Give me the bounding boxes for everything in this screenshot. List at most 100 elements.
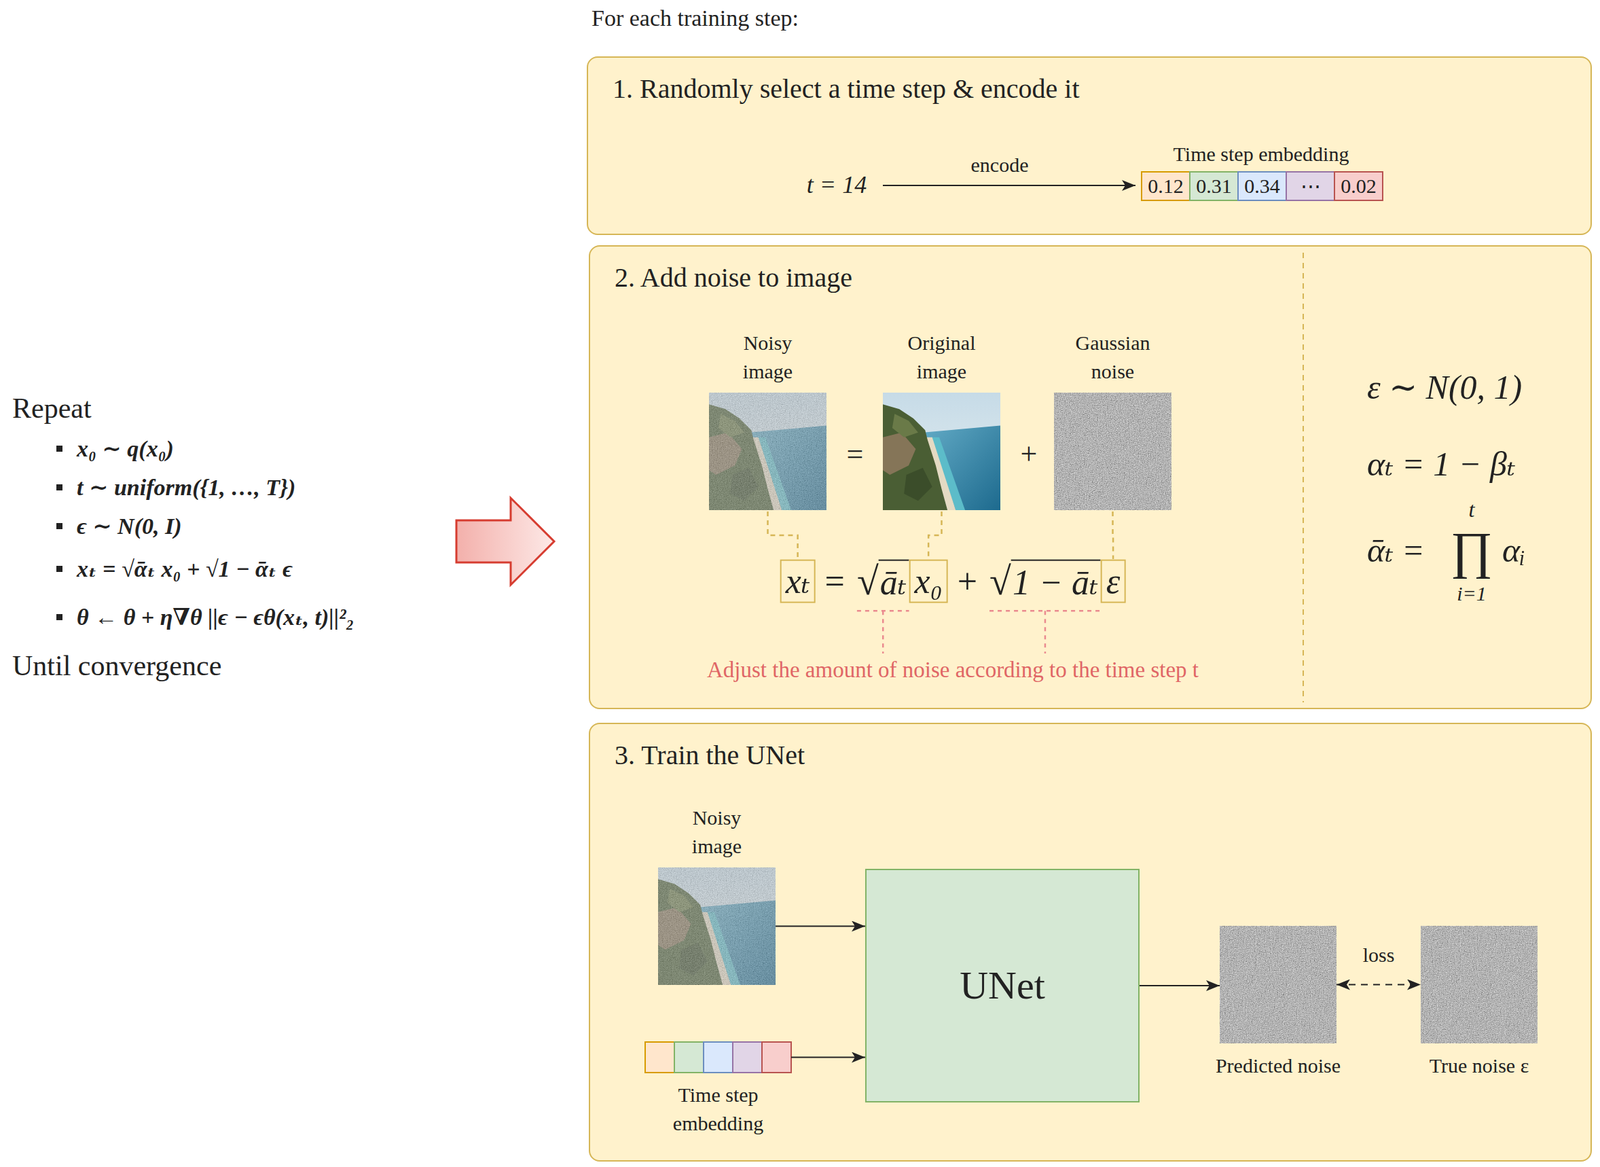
label-holder: ϵ ∼ N(0, I) <box>76 512 183 540</box>
caption-holder: Gaussian noise <box>1065 328 1161 386</box>
leader-lines <box>768 511 1114 654</box>
pseudocode-line: x₀ ∼ q(x₀) <box>76 435 174 462</box>
leader-line <box>1111 511 1114 559</box>
equation-term: āₜ <box>878 559 910 604</box>
image-frame: True noise ε <box>1420 925 1538 1044</box>
label-holder: + <box>1020 437 1038 472</box>
caption-holder: Noisy image <box>669 803 765 861</box>
label-holder: x₀ ∼ q(x₀) <box>76 435 174 462</box>
connector-arrow <box>1139 984 1220 987</box>
equation-radical: √ <box>989 558 1012 605</box>
image-frame: Gaussian noise <box>1053 392 1172 511</box>
label-holder: θ ← θ + η∇θ ||ϵ − ϵθ(xₜ, t)||²₂ <box>76 603 354 631</box>
arrow-label: encode <box>971 153 1029 178</box>
embedding-cell: ⋯ <box>1285 171 1336 202</box>
image-frame: Predicted noise <box>1219 925 1337 1044</box>
node-text: 0.02 <box>1340 175 1377 197</box>
noisy-image <box>708 392 827 511</box>
node-text: 0.31 <box>1195 175 1232 197</box>
embedding-label: Time step embedding <box>1173 142 1350 167</box>
equation-term: ε <box>1100 559 1126 604</box>
label-holder: loss <box>1362 942 1395 967</box>
product-symbol: ∏ <box>1450 520 1494 580</box>
image-caption: Predicted noise <box>1215 1051 1341 1080</box>
image-frame: Noisy image <box>708 392 827 511</box>
image-caption: Original image <box>894 328 990 386</box>
embedding-cell: 0.31 <box>1189 171 1239 202</box>
node-text: ⋯ <box>1300 175 1321 197</box>
connector-arrow <box>791 1056 866 1059</box>
panel-heading: 2. Add noise to image <box>614 261 853 295</box>
embedding-vector: Time step embedding <box>645 1041 792 1073</box>
leader-line <box>768 511 798 559</box>
step-panel: 0.120.310.34⋯0.021. Randomly select a ti… <box>586 56 1592 235</box>
embedding-cells <box>645 1041 792 1073</box>
equation-operator: + <box>957 560 978 602</box>
label-holder: t <box>1468 497 1476 523</box>
edge-label: loss <box>1362 942 1395 967</box>
noisy-image <box>658 867 776 985</box>
timestep-value: t = 14 <box>806 171 867 199</box>
formula: ε ∼ N(0, 1) <box>1367 368 1522 408</box>
label-holder: αₜ = 1 − βₜ <box>1367 444 1516 485</box>
image-caption: True noise ε <box>1429 1051 1530 1080</box>
embedding-cell: 0.12 <box>1140 171 1191 202</box>
label-holder: t = 14 <box>806 171 867 199</box>
leader-line <box>928 511 942 559</box>
equation-term: 1 − āₜ <box>1011 559 1101 604</box>
label-holder: Time step embedding <box>1173 142 1350 167</box>
operator: = <box>846 437 864 472</box>
image-frame: Noisy image <box>658 867 776 985</box>
label-holder: ε ∼ N(0, 1) <box>1367 368 1522 408</box>
caption-holder: Time step embedding <box>664 1080 773 1138</box>
image-caption: Noisy image <box>720 328 816 386</box>
formula-limit: t <box>1468 497 1476 523</box>
annotation-bracket <box>989 610 1101 654</box>
image-frame: Original image <box>882 392 1001 511</box>
pseudocode-keyword: Until convergence <box>12 649 222 682</box>
label-holder: t ∼ uniform({1, …, T}) <box>76 474 296 501</box>
formula: ᾱₜ = <box>1367 531 1425 571</box>
label-holder: ᾱₜ = <box>1367 531 1425 571</box>
label-holder: Repeat <box>12 391 92 425</box>
caption-holder: True noise ε <box>1429 1051 1530 1080</box>
caption-holder: Original image <box>894 328 990 386</box>
noise-image <box>1219 925 1538 1044</box>
label-holder: For each training step: <box>591 4 799 32</box>
label-holder: i=1 <box>1456 582 1487 606</box>
pseudocode-line: xₜ = √ᾱₜ x₀ + √1 − ᾱₜ ϵ <box>76 555 293 583</box>
pseudocode-line: t ∼ uniform({1, …, T}) <box>76 474 296 501</box>
node-text: UNet <box>959 963 1046 1008</box>
node-text: 0.12 <box>1147 175 1184 197</box>
formula: αᵢ <box>1502 531 1526 571</box>
image-caption: Time step embedding <box>664 1080 773 1138</box>
pseudocode-bullets <box>56 445 63 621</box>
unet-block: UNet <box>865 868 1140 1103</box>
equation-term: xₜ <box>780 559 816 604</box>
page-heading: For each training step: <box>591 4 799 32</box>
equation-operator: = <box>825 560 845 602</box>
block-arrow <box>456 497 555 585</box>
embedding-cell: 0.34 <box>1237 171 1287 202</box>
panel-heading: 3. Train the UNet <box>614 738 805 772</box>
connector-arrow <box>775 925 866 927</box>
noise-image <box>1053 392 1172 511</box>
caption-holder: Noisy image <box>720 328 816 386</box>
annotation-note: Adjust the amount of noise according to … <box>706 657 1199 684</box>
equation-radical: √ <box>857 558 879 605</box>
image-caption: Noisy image <box>669 803 765 861</box>
connector-arrow <box>1336 984 1421 986</box>
panel-divider <box>1302 252 1304 703</box>
label-holder: = <box>846 437 864 472</box>
caption-holder: Predicted noise <box>1215 1051 1341 1080</box>
equation: xₜ=√āₜx₀+√1 − āₜε <box>780 558 1126 605</box>
original-image <box>882 392 1001 511</box>
pseudocode-line: θ ← θ + η∇θ ||ϵ − ϵθ(xₜ, t)||²₂ <box>76 603 354 631</box>
label-holder: xₜ = √ᾱₜ x₀ + √1 − ᾱₜ ϵ <box>76 555 293 583</box>
pseudocode-keyword: Repeat <box>12 391 92 425</box>
formula: αₜ = 1 − βₜ <box>1367 444 1516 485</box>
label-holder: Until convergence <box>12 649 222 682</box>
label-holder: αᵢ <box>1502 531 1526 571</box>
step-panel: Noisy imageTime step embeddingUNetPredic… <box>588 722 1592 1162</box>
